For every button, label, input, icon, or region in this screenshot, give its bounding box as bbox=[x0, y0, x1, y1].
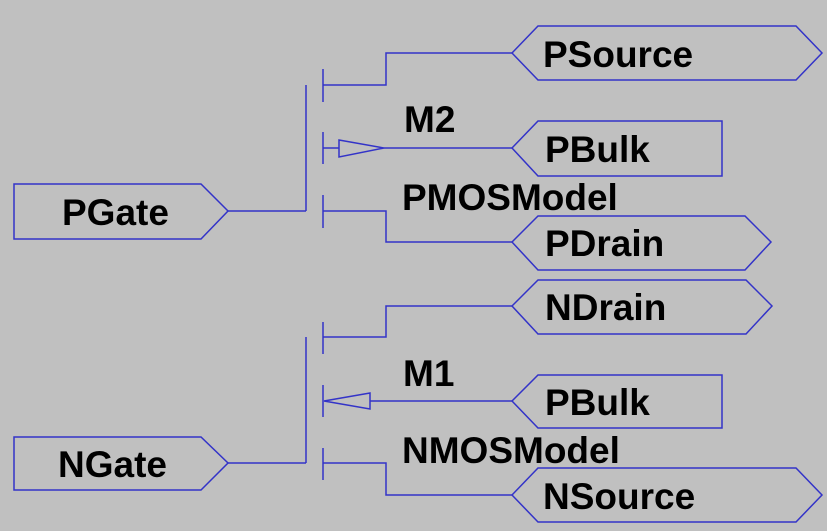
net-flag-psource[interactable] bbox=[510, 25, 824, 81]
pmos-model-name: PMOSModel bbox=[402, 177, 618, 218]
wire-pdrain[interactable] bbox=[323, 210, 512, 243]
pmos-instance-name: M2 bbox=[404, 99, 455, 140]
label-nsource: NSource bbox=[543, 476, 695, 517]
label-ngate: NGate bbox=[58, 444, 167, 485]
wire-psource[interactable] bbox=[323, 52, 512, 86]
nmos-model-name: NMOSModel bbox=[402, 430, 620, 471]
wire-ndrain[interactable] bbox=[323, 305, 512, 338]
net-flag-pbulk-bottom[interactable] bbox=[510, 374, 723, 429]
wire-nsource[interactable] bbox=[323, 462, 512, 496]
nmos-instance-name: M1 bbox=[403, 353, 454, 394]
label-pgate: PGate bbox=[62, 192, 169, 233]
net-flag-ndrain[interactable] bbox=[510, 279, 774, 335]
label-pbulk-top: PBulk bbox=[545, 129, 650, 170]
net-flag-ngate[interactable] bbox=[13, 436, 230, 491]
label-ndrain: NDrain bbox=[545, 287, 666, 328]
net-flag-pdrain[interactable] bbox=[510, 215, 773, 271]
label-pbulk-bottom: PBulk bbox=[545, 382, 650, 423]
net-flag-pbulk-top[interactable] bbox=[510, 120, 723, 177]
net-flag-nsource[interactable] bbox=[510, 467, 824, 523]
label-psource: PSource bbox=[543, 34, 693, 75]
net-flag-pgate[interactable] bbox=[13, 183, 230, 240]
label-pdrain: PDrain bbox=[545, 223, 664, 264]
